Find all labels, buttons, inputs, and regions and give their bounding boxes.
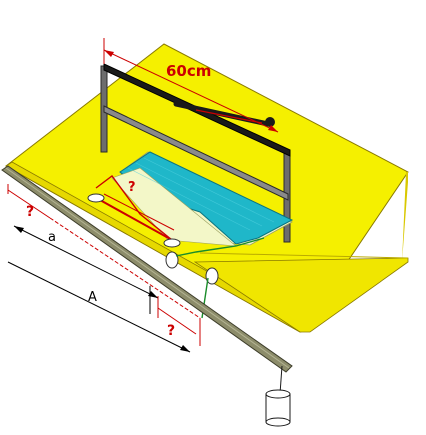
length-label: 60cm: [166, 62, 211, 80]
bottom-question-dimension: [157, 296, 201, 346]
plate-red-base: [99, 199, 173, 241]
plate-measure: [95, 175, 175, 241]
weight-bottom: [265, 417, 291, 427]
board-end-face: [402, 172, 408, 262]
pendulum-arm: [173, 101, 275, 127]
inclined-rod: [1, 165, 293, 373]
dim-60-arrow-left: [104, 50, 114, 57]
plate-question-label: ?: [128, 180, 136, 195]
plate-hatching: [127, 157, 275, 231]
hanging-weight: [265, 365, 291, 427]
dim-A-line: [7, 261, 191, 353]
weight-body: [265, 393, 291, 423]
rod-red-dash: [49, 217, 201, 319]
rod-body: [1, 165, 293, 373]
dim-60-line: [103, 49, 279, 133]
plate-red-guide: [95, 175, 173, 241]
left-question-dimension: [7, 184, 51, 219]
dim-a-arrow-start: [14, 226, 24, 233]
length-dimension: 60cm: [103, 38, 279, 133]
string-top: [175, 237, 265, 257]
a-label: a: [48, 230, 56, 245]
frame-rail-middle: [103, 105, 289, 201]
dim-a-line: [13, 225, 159, 299]
big-a-label: A: [88, 290, 97, 305]
cart-wheels: [87, 193, 219, 285]
plate-red-diagonal: [103, 193, 175, 231]
dim-A-arrow-end: [180, 345, 190, 352]
dimension-big-a: A: [7, 261, 191, 353]
inclined-plate: [111, 151, 294, 247]
rod-highlight: [5, 167, 290, 369]
arm-ball: [265, 117, 275, 127]
board-seam: [199, 252, 409, 259]
pulley-left: [165, 251, 179, 269]
bottom-question-label: ?: [167, 323, 175, 339]
dim-60-arrow-right: [268, 125, 278, 132]
left-question-label: ?: [26, 204, 34, 220]
weight-top: [265, 389, 291, 399]
arm-bar-red-highlight: [195, 109, 263, 124]
wheel-front-1: [163, 238, 181, 248]
dimension-a: a: [13, 225, 159, 314]
weight-string: [279, 365, 283, 395]
pulley-right: [205, 267, 219, 285]
board-front-strip: [193, 257, 409, 333]
wheel-back: [87, 193, 105, 203]
